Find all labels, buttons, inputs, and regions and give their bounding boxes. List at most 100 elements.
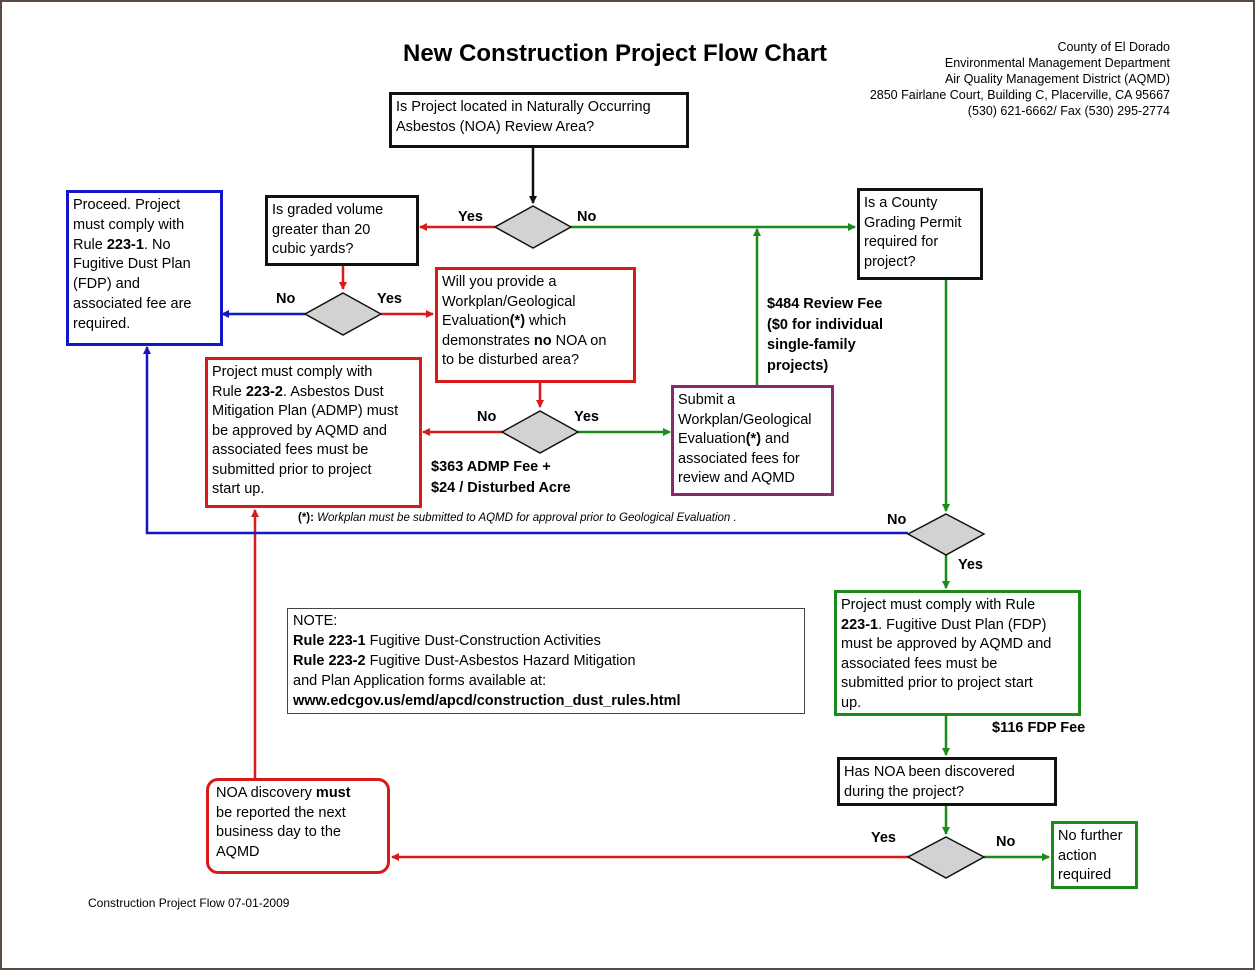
label-no-workplan: No xyxy=(477,409,497,425)
box-line: demonstrates no NOA on xyxy=(442,332,629,352)
box-line: Proceed. Project xyxy=(73,197,181,213)
text: NOA discovery xyxy=(216,785,316,801)
no-further-action-box: No further action required xyxy=(1051,821,1138,889)
box-line: business day to the xyxy=(216,824,341,840)
document-footer: Construction Project Flow 07-01-2009 xyxy=(88,896,290,910)
proceed-box: Proceed. Project must comply with Rule 2… xyxy=(66,190,223,346)
box-line: up. xyxy=(841,694,862,711)
header-line-5: (530) 621-6662/ Fax (530) 295-2774 xyxy=(967,104,1170,118)
note-line: and Plan Application forms available at: xyxy=(293,673,547,689)
label-yes-noa: Yes xyxy=(458,209,483,225)
arrow-no-permit-to-proceed xyxy=(143,346,908,535)
box-line: action xyxy=(1058,847,1097,864)
fee-line: $363 ADMP Fee + xyxy=(431,459,551,475)
fee-line: ($0 for individual xyxy=(767,316,884,333)
emphasis: no xyxy=(533,332,552,349)
noa-area-question-box: Is Project located in Naturally Occurrin… xyxy=(389,92,689,148)
text: . Fugitive Dust Plan (FDP) xyxy=(878,616,1047,633)
box-line: associated fees for xyxy=(678,450,800,467)
fee-line: $484 Review Fee xyxy=(767,296,883,312)
text: Rule xyxy=(212,383,246,400)
box-line: Has NOA been discovered xyxy=(844,764,1015,780)
footnote-ref: (*) xyxy=(509,313,526,329)
text: . Asbestos Dust xyxy=(282,383,384,400)
label-yes-workplan: Yes xyxy=(574,409,599,425)
text: Fugitive Dust-Construction Activities xyxy=(365,633,601,649)
text: which xyxy=(525,313,567,329)
label-yes-permit: Yes xyxy=(958,557,983,573)
box-line: must comply with xyxy=(73,216,185,233)
box-line: Asbestos (NOA) Review Area? xyxy=(396,118,595,135)
rule-ref: 223-2 xyxy=(245,383,283,400)
box-line: Grading Permit xyxy=(864,214,962,231)
review-fee: $484 Review Fee ($0 for individual singl… xyxy=(767,294,883,376)
box-line: Submit a xyxy=(678,392,736,408)
fdp-fee: $116 FDP Fee xyxy=(992,718,1085,739)
note-heading: NOTE: xyxy=(293,613,338,629)
box-line: be reported the next xyxy=(216,804,346,821)
agency-header: County of El Dorado Environmental Manage… xyxy=(870,39,1170,119)
label-no-permit: No xyxy=(887,512,907,528)
box-line: Evaluation(*) which xyxy=(442,312,629,332)
header-line-2: Environmental Management Department xyxy=(944,56,1170,70)
rule-ref: Rule 223-2 xyxy=(293,653,366,669)
rule-2232-box: Project must comply with Rule 223-2. Asb… xyxy=(205,357,422,508)
box-line: AQMD xyxy=(216,843,260,860)
box-line: required. xyxy=(73,315,131,332)
box-line: Workplan/Geological xyxy=(678,411,812,428)
label-no-discovered: No xyxy=(996,834,1016,850)
decision-graded-volume xyxy=(303,292,383,336)
box-line: review and AQMD xyxy=(678,470,795,486)
box-line: Workplan/Geological xyxy=(442,293,576,310)
box-line: Is graded volume xyxy=(272,202,384,218)
text: Evaluation xyxy=(678,431,746,447)
graded-volume-box: Is graded volume greater than 20 cubic y… xyxy=(265,195,419,266)
footnote-text: Workplan must be submitted to AQMD for a… xyxy=(313,512,737,524)
box-line: Rule 223-2. Asbestos Dust xyxy=(212,383,415,403)
submit-workplan-box: Submit a Workplan/Geological Evaluation(… xyxy=(671,385,834,496)
text: Rule xyxy=(73,236,107,253)
box-line: project? xyxy=(864,253,916,270)
box-line: Project must comply with xyxy=(212,364,373,380)
fee-line: $24 / Disturbed Acre xyxy=(431,479,571,496)
rule-ref: 223-1 xyxy=(106,236,144,253)
box-line: associated fees must be xyxy=(841,655,998,672)
box-line: Is Project located in Naturally Occurrin… xyxy=(396,99,651,115)
box-line: No further xyxy=(1058,828,1123,844)
decision-noa-discovered xyxy=(906,836,986,879)
box-line: required xyxy=(1058,867,1112,883)
decision-workplan xyxy=(500,410,580,454)
emphasis: must xyxy=(315,785,351,801)
label-yes-graded: Yes xyxy=(377,291,402,307)
label-no-graded: No xyxy=(276,291,296,307)
box-line: cubic yards? xyxy=(272,241,354,257)
box-line: submitted prior to project start xyxy=(841,675,1033,691)
noa-report-box: NOA discovery must be reported the next … xyxy=(206,778,390,874)
fee-line: single-family xyxy=(767,337,856,353)
text: NOA on xyxy=(551,332,607,349)
workplan-footnote: (*): Workplan must be submitted to AQMD … xyxy=(298,512,737,524)
box-line: Rule 223-1. No xyxy=(73,236,216,256)
box-line: to be disturbed area? xyxy=(442,352,580,368)
box-line: be approved by AQMD and xyxy=(212,422,387,439)
page-title: New Construction Project Flow Chart xyxy=(403,40,828,67)
workplan-question-box: Will you provide a Workplan/Geological E… xyxy=(435,267,636,383)
note-url: www.edcgov.us/emd/apcd/construction_dust… xyxy=(293,691,799,711)
grading-permit-box: Is a County Grading Permit required for … xyxy=(857,188,983,280)
text: . No xyxy=(143,236,171,253)
box-line: associated fee are xyxy=(73,295,192,312)
box-line: during the project? xyxy=(844,783,965,800)
box-line: Fugitive Dust Plan xyxy=(73,256,191,273)
box-line: NOA discovery must xyxy=(216,784,383,804)
box-line: required for xyxy=(864,234,939,250)
box-line: Will you provide a xyxy=(442,274,557,290)
header-line-1: County of El Dorado xyxy=(1057,40,1170,54)
box-line: must be approved by AQMD and xyxy=(841,636,1052,652)
box-line: Mitigation Plan (ADMP) must xyxy=(212,403,399,419)
box-line: (FDP) and xyxy=(73,276,140,293)
box-line: Evaluation(*) and xyxy=(678,430,827,450)
note-line: Rule 223-1 Fugitive Dust-Construction Ac… xyxy=(293,631,799,651)
text: Fugitive Dust-Asbestos Hazard Mitigation xyxy=(365,653,636,669)
